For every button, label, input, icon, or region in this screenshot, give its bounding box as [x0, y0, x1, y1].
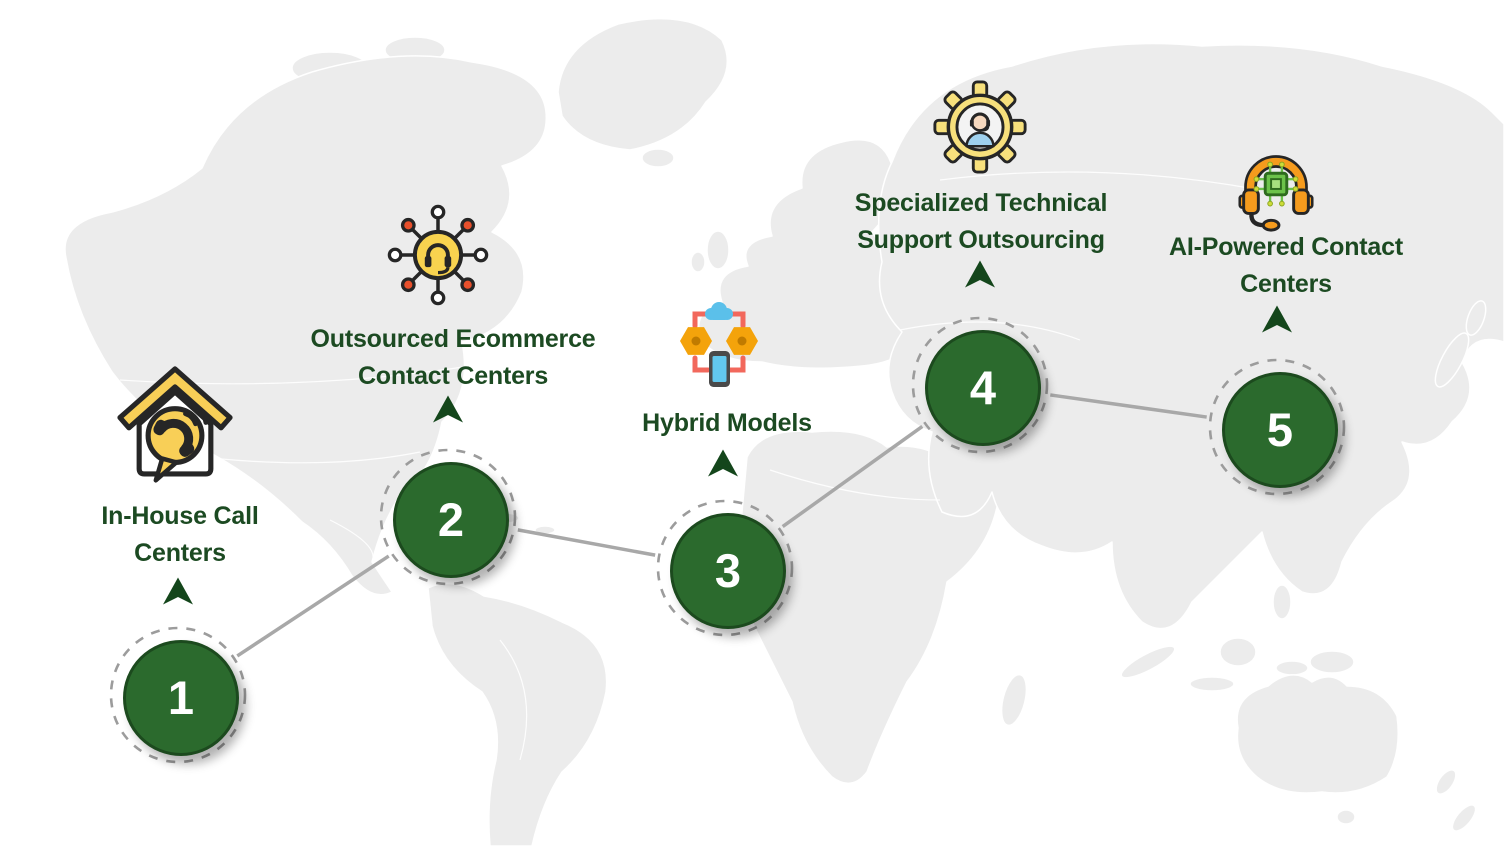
node-label-line: Specialized Technical	[854, 189, 1108, 217]
connector-line	[517, 528, 656, 557]
node-label-line: Centers	[1240, 270, 1332, 298]
node-dashed-ring: 2	[377, 446, 519, 588]
step-number: 1	[167, 670, 195, 724]
node-label-line: AI-Powered Contact	[1169, 233, 1403, 261]
up-arrow-icon	[432, 395, 464, 429]
step-number: 5	[1266, 402, 1294, 456]
step-number-circle: 4	[925, 330, 1041, 446]
node-label-line: Support Outsourcing	[857, 226, 1105, 254]
connector-line	[781, 424, 924, 529]
node-label-line: In-House Call	[101, 502, 259, 530]
step-number: 3	[714, 543, 742, 597]
node-label-line: Centers	[134, 539, 226, 567]
house-phone-icon	[111, 360, 239, 488]
connector-line	[1050, 393, 1207, 419]
node-label-line: Hybrid Models	[642, 409, 812, 437]
step-number-circle: 3	[670, 513, 786, 629]
step-number: 4	[969, 360, 997, 414]
node-label-line: Outsourced Ecommerce	[310, 325, 596, 353]
node-dashed-ring: 3	[654, 497, 796, 639]
up-arrow-icon	[707, 449, 739, 483]
step-number-circle: 1	[123, 640, 239, 756]
up-arrow-icon	[162, 577, 194, 611]
ai-headset-icon	[1227, 137, 1325, 235]
cloud-devices-icon	[669, 296, 769, 396]
node-dashed-ring: 1	[107, 624, 249, 766]
connector-line	[236, 554, 390, 658]
gear-support-agent-icon	[932, 79, 1028, 175]
up-arrow-icon	[1261, 305, 1293, 339]
up-arrow-icon	[964, 260, 996, 294]
step-number-circle: 2	[393, 462, 509, 578]
node-label: Hybrid Models	[642, 405, 812, 442]
node-dashed-ring: 5	[1206, 356, 1348, 498]
step-number: 2	[437, 492, 465, 546]
node-label-line: Contact Centers	[357, 362, 549, 390]
network-headset-icon	[383, 200, 493, 310]
step-number-circle: 5	[1222, 372, 1338, 488]
node-dashed-ring: 4	[909, 314, 1051, 456]
